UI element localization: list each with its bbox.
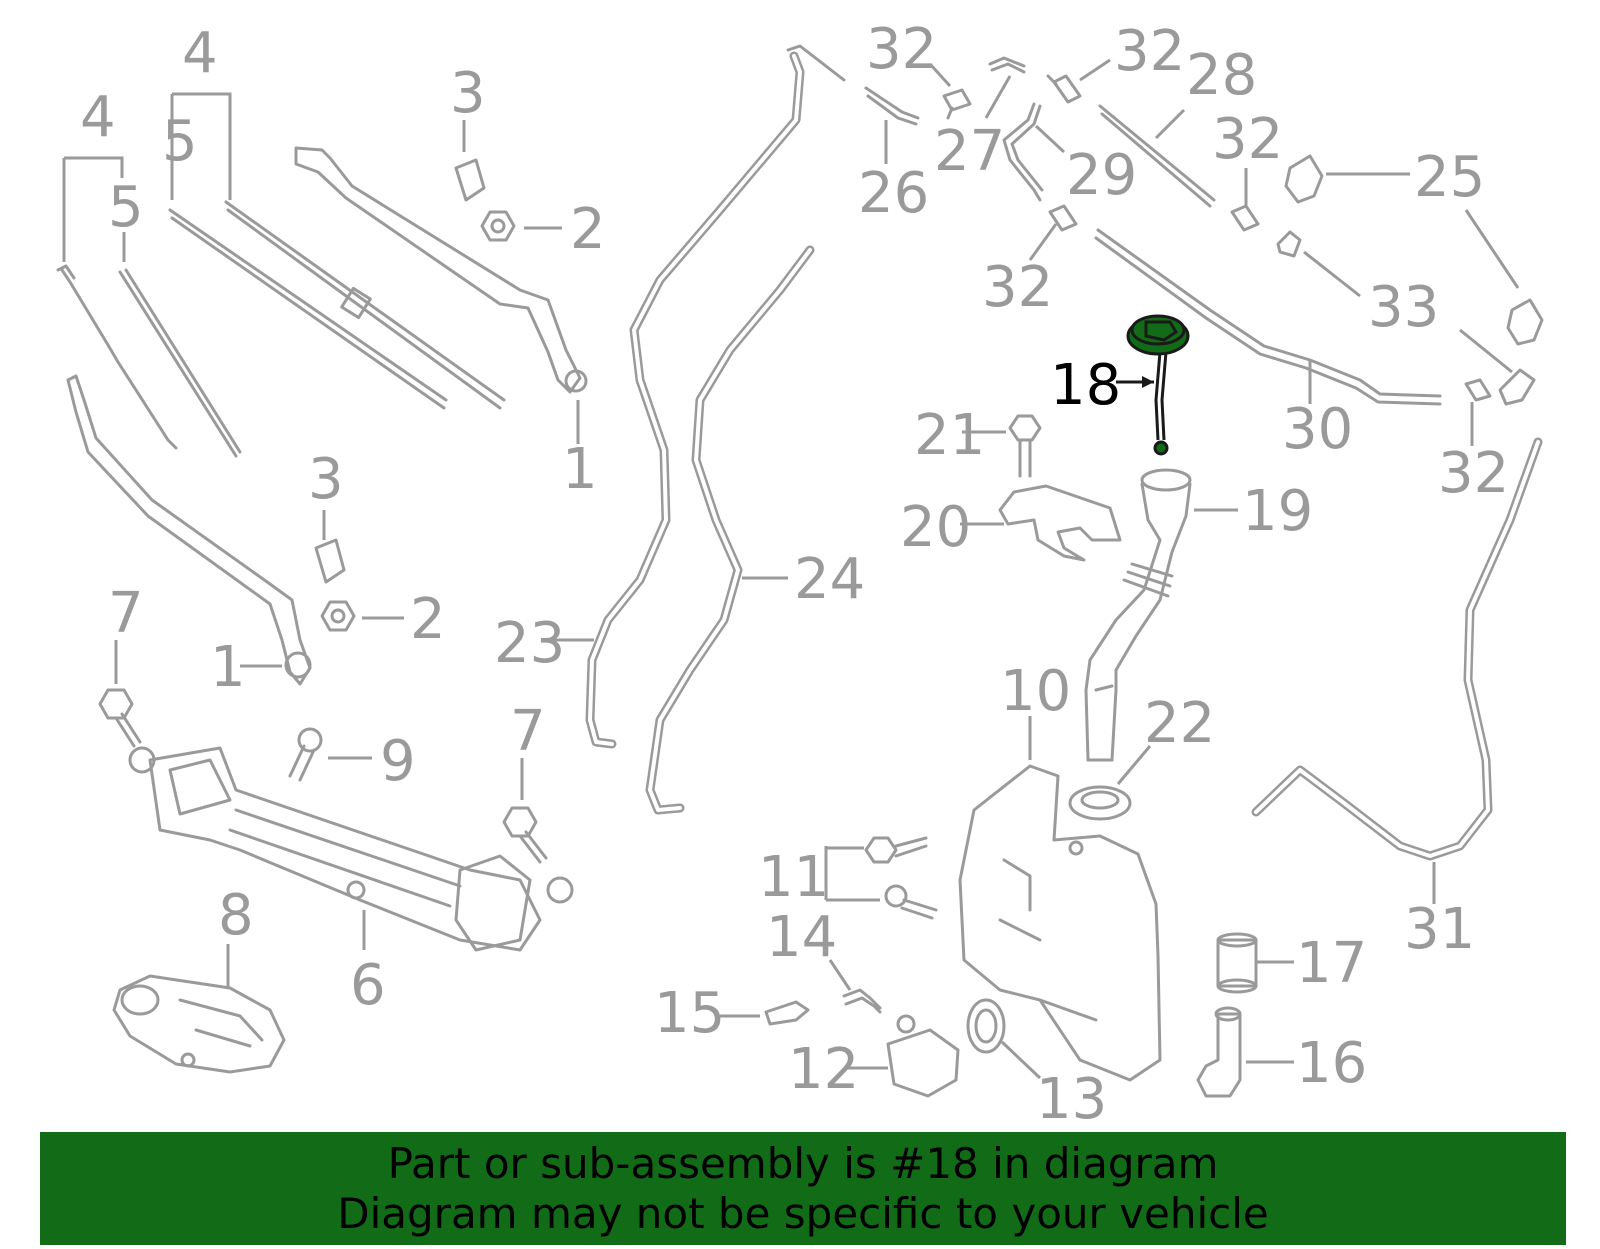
- wiper-linkage: [128, 746, 574, 952]
- callout-2-upper: 2: [570, 197, 606, 262]
- connector-32-c: [1048, 204, 1078, 232]
- hose-27: [988, 56, 1026, 74]
- banner-line-2: Diagram may not be specific to your vehi…: [337, 1188, 1269, 1238]
- callout-7-right: 7: [510, 699, 546, 764]
- linkage-bolt-left: [98, 688, 142, 748]
- filler-neck: [1084, 468, 1192, 762]
- hose-14: [842, 988, 882, 1014]
- hose-26-inner: [866, 94, 918, 126]
- callout-2-lower: 2: [410, 587, 446, 652]
- info-banner: Part or sub-assembly is #18 in diagram D…: [40, 1132, 1566, 1245]
- washer-nozzle-upper: [1284, 154, 1324, 204]
- callout-29: 29: [1066, 143, 1137, 208]
- washer-hose-23: [585, 44, 846, 749]
- callout-5-left: 5: [108, 175, 144, 240]
- callout-4-middle: 4: [182, 21, 218, 86]
- callout-10: 10: [1000, 659, 1071, 724]
- wiper-blade-left-outer: [56, 264, 178, 450]
- callout-21: 21: [914, 403, 985, 468]
- wiper-refill-left: [118, 268, 242, 458]
- hose-29: [1002, 102, 1044, 202]
- hose-26: [864, 86, 920, 120]
- washer-nozzle-lower: [1506, 298, 1544, 346]
- callout-23: 23: [494, 611, 565, 676]
- wiper-arm-right: [294, 146, 588, 394]
- callout-25: 25: [1414, 145, 1485, 210]
- callout-5-middle: 5: [162, 109, 198, 174]
- callout-28: 28: [1186, 43, 1257, 108]
- grommet-22: [1068, 785, 1132, 821]
- callout-12: 12: [788, 1037, 859, 1102]
- callout-22: 22: [1144, 691, 1215, 756]
- callout-3-upper: 3: [450, 61, 486, 126]
- bolt-11-lower: [884, 884, 938, 920]
- grommet-17: [1216, 932, 1258, 994]
- wiper-arm-nut-lower: [320, 600, 356, 632]
- callout-32-a: 32: [866, 17, 937, 82]
- hose-28: [1098, 104, 1216, 208]
- leader-arrow-18: [1142, 376, 1154, 388]
- joint-33-upper: [1276, 230, 1302, 258]
- callout-31: 31: [1404, 897, 1475, 962]
- wiper-arm-nut-upper: [480, 210, 516, 242]
- connector-32-e: [1464, 378, 1492, 402]
- callout-13: 13: [1036, 1067, 1107, 1132]
- callout-19: 19: [1242, 479, 1313, 544]
- washer-hose-31: [1251, 437, 1543, 861]
- joint-33-lower: [1498, 368, 1536, 406]
- linkage-bolt-right: [502, 806, 548, 864]
- callout-20: 20: [900, 495, 971, 560]
- banner-line-1: Part or sub-assembly is #18 in diagram: [387, 1138, 1219, 1188]
- callout-6: 6: [350, 953, 386, 1018]
- washer-filler-cap-18: [1126, 314, 1190, 456]
- callout-15: 15: [654, 981, 725, 1046]
- pump-grommet-13: [966, 998, 1006, 1054]
- wiper-motor: [112, 974, 286, 1074]
- callout-32-c: 32: [1212, 107, 1283, 172]
- callout-16: 16: [1296, 1031, 1367, 1096]
- callout-27: 27: [934, 119, 1005, 184]
- callout-14: 14: [766, 905, 837, 970]
- connector-15: [764, 1000, 810, 1026]
- callout-labels: 4 5 4 5 3 2 1 3 2 1 7 9 7 8 6 23 24 32 2…: [80, 17, 1509, 1132]
- connector-32-b: [1046, 74, 1082, 104]
- callout-30: 30: [1282, 397, 1353, 462]
- wiper-arm-cap-lower: [314, 538, 346, 584]
- washer-reservoir: [958, 764, 1162, 1082]
- callout-1-upper: 1: [562, 437, 598, 502]
- wiper-arm-cap-upper: [454, 158, 486, 202]
- connector-32-a: [942, 88, 972, 120]
- callout-32-e: 32: [1438, 441, 1509, 506]
- callout-7-left: 7: [108, 581, 144, 646]
- callout-32-b: 32: [1114, 19, 1185, 84]
- bolt-11-upper: [864, 836, 928, 864]
- bracket-20: [998, 484, 1122, 562]
- connector-32-d: [1230, 204, 1260, 232]
- washer-hose-24: [645, 245, 815, 815]
- callout-24: 24: [794, 547, 865, 612]
- wiper-blade-right: [168, 200, 506, 410]
- callout-18: 18: [1050, 353, 1121, 418]
- bolt-9: [288, 727, 323, 782]
- callout-3-lower: 3: [308, 447, 344, 512]
- callout-9: 9: [380, 729, 416, 794]
- callout-33: 33: [1368, 275, 1439, 340]
- bolt-21: [1008, 414, 1042, 478]
- callout-32-d: 32: [982, 255, 1053, 320]
- callout-1-lower: 1: [210, 635, 246, 700]
- callout-4-left: 4: [80, 85, 116, 150]
- level-sensor-16: [1196, 1006, 1242, 1098]
- callout-17: 17: [1296, 931, 1367, 996]
- wiper-arm-left: [66, 374, 312, 686]
- callout-8: 8: [218, 883, 254, 948]
- washer-pump-12: [886, 1014, 960, 1098]
- callout-26: 26: [858, 161, 929, 226]
- leader-lines: [62, 58, 1520, 1080]
- callout-11: 11: [758, 845, 829, 910]
